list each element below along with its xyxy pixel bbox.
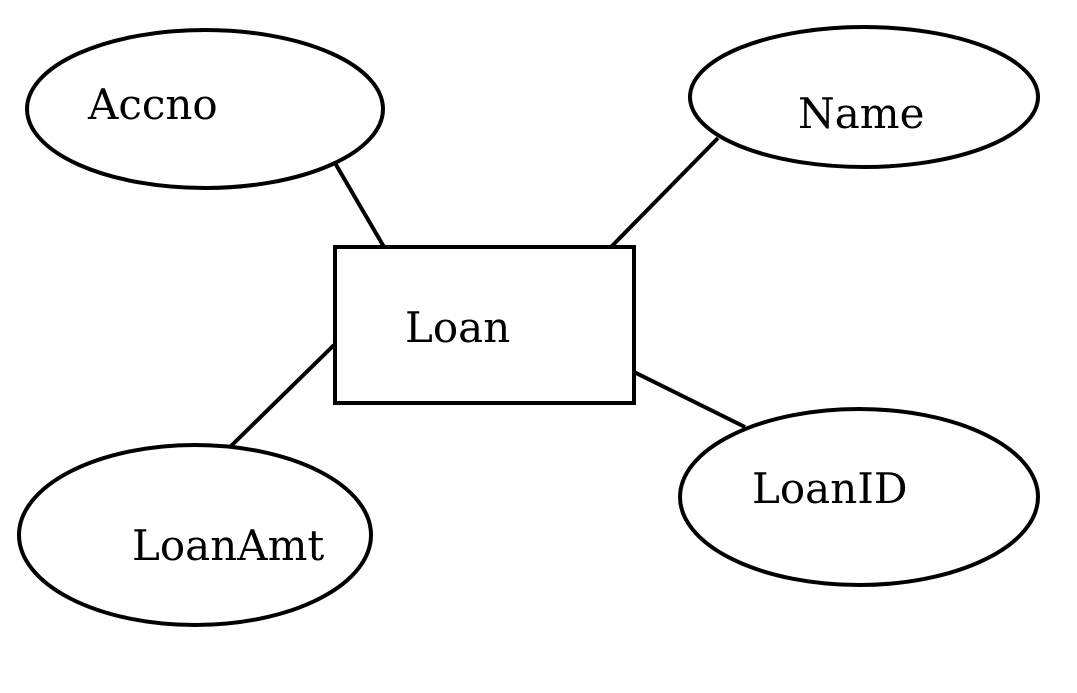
connector-name: [609, 136, 720, 249]
entity-rectangle-loan: [333, 245, 636, 405]
attribute-ellipse-accno: [25, 28, 385, 190]
attribute-label-name: Name: [798, 89, 925, 138]
connector-accno: [333, 161, 386, 249]
connector-loanid: [633, 370, 746, 429]
entity-label-loan: Loan: [405, 303, 511, 352]
attribute-ellipse-loanid: [678, 407, 1040, 587]
attribute-ellipse-loanamt: [17, 443, 373, 627]
attribute-label-accno: Accno: [88, 80, 218, 129]
attribute-label-loanamt: LoanAmt: [132, 521, 325, 570]
attribute-ellipse-name: [688, 25, 1040, 169]
connector-loanamt: [228, 343, 336, 449]
attribute-label-loanid: LoanID: [752, 464, 908, 513]
